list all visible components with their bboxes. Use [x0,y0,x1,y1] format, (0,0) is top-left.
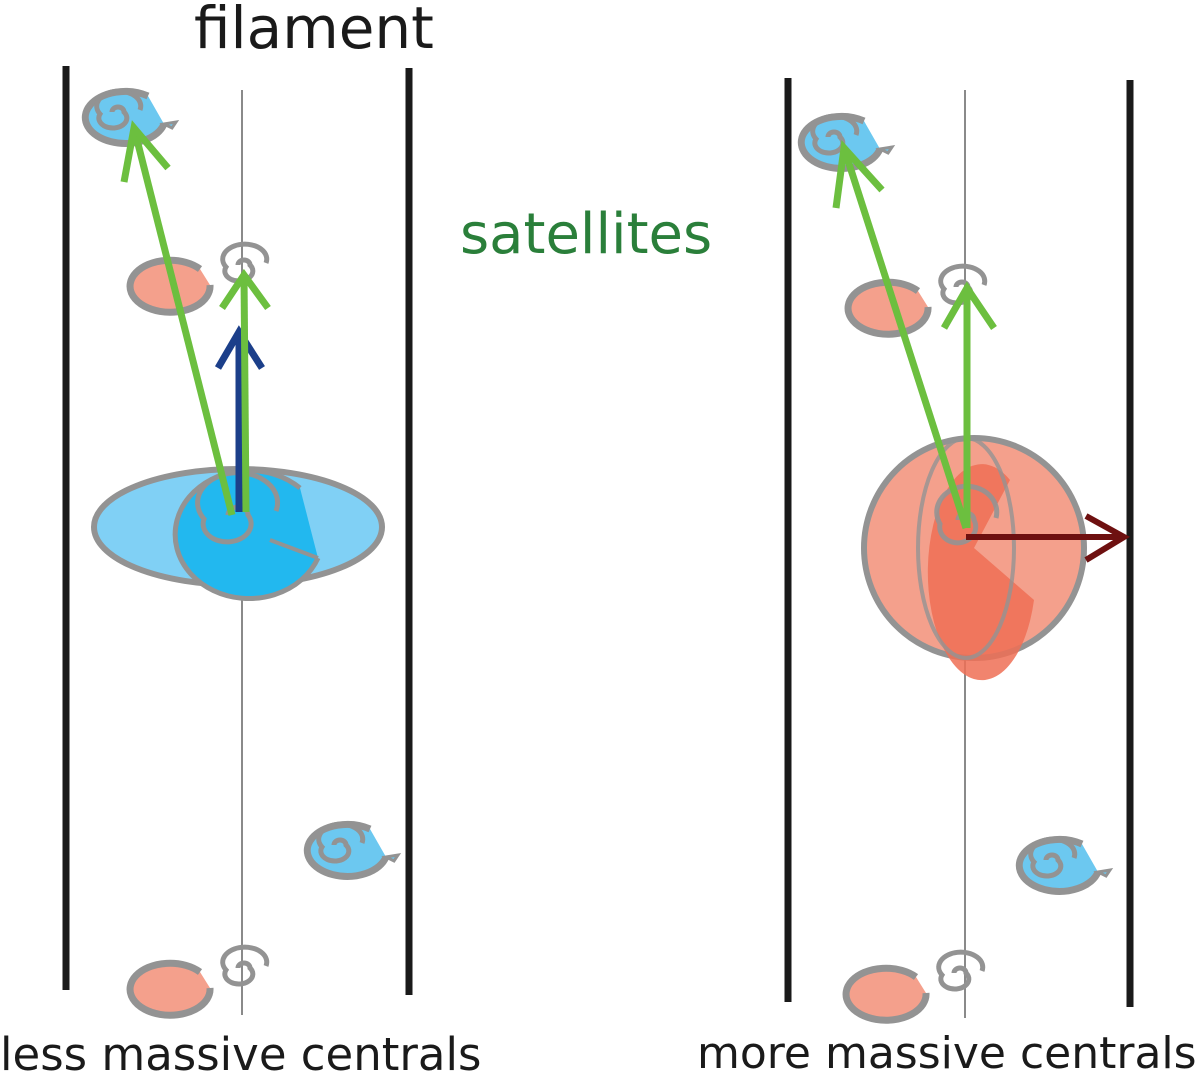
right-panel-caption: more massive centrals [697,1028,1197,1079]
satellite-arrow [832,140,970,530]
satellite-arrow [940,281,997,528]
right-panel [784,78,1134,1020]
spheroidal-galaxy-icon [861,435,1087,681]
spiral-galaxy-icon [846,952,983,1020]
satellite-arrow [219,268,271,513]
satellites-label: satellites [460,202,713,267]
major-axis-arrow [966,513,1130,563]
left-panel-caption: less massive centrals [0,1028,482,1081]
left-panel [62,66,413,1015]
spiral-galaxy-icon [130,947,267,1015]
satellite-arrow [120,120,236,516]
spiral-galaxy-icon [307,824,398,876]
spin-arrow [214,325,265,512]
spiral-galaxy-icon [1019,839,1110,891]
diagram-title: filament [194,0,434,62]
